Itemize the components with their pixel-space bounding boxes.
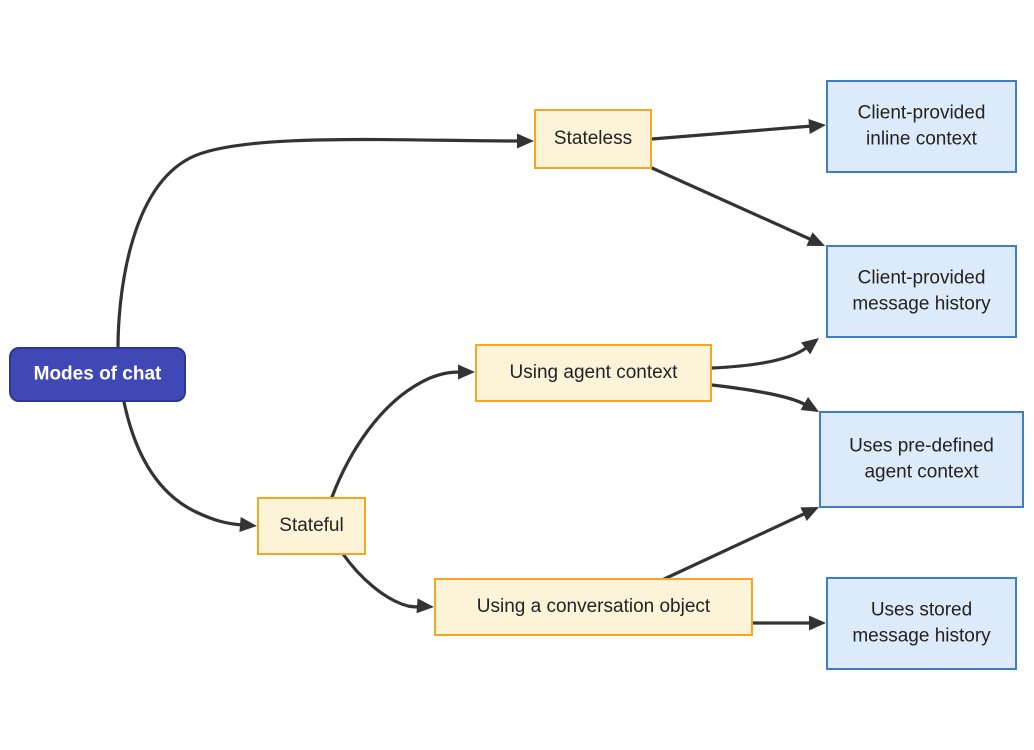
node-stateless-shape [534, 109, 652, 169]
node-client-provided-inline-context-shape [826, 80, 1017, 173]
node-using-a-conversation-object[interactable]: Using a conversation object [434, 578, 753, 636]
edge-conversation-object-to-uses-pre-defined [660, 507, 819, 582]
edge-conversation-object-to-uses-stored-arrowhead-icon [809, 615, 826, 631]
edge-stateful-to-using-agent-context-line [330, 370, 464, 499]
edge-stateful-to-conversation-object-line [341, 552, 423, 609]
edge-using-agent-context-to-client-message-history-arrowhead-icon [800, 338, 819, 355]
edge-using-agent-context-to-client-message-history [710, 338, 819, 370]
edge-stateful-to-conversation-object-arrowhead-icon [416, 598, 434, 614]
edge-using-agent-context-to-uses-pre-defined [710, 383, 819, 412]
node-uses-pre-defined-agent-context-shape [819, 411, 1024, 508]
edge-stateful-to-using-agent-context-arrowhead-icon [458, 364, 475, 380]
edge-conversation-object-to-uses-stored [751, 615, 826, 631]
edge-stateless-to-client-message-history [650, 166, 825, 246]
node-stateless[interactable]: Stateless [534, 109, 652, 169]
edge-using-agent-context-to-client-message-history-line [710, 346, 808, 370]
edge-using-agent-context-to-uses-pre-defined-line [710, 383, 808, 407]
node-uses-stored-message-history-shape [826, 577, 1017, 670]
edge-using-agent-context-to-uses-pre-defined-arrowhead-icon [800, 397, 819, 412]
edge-conversation-object-to-uses-pre-defined-arrowhead-icon [800, 507, 819, 521]
edge-modes-to-stateful-arrowhead-icon [239, 517, 257, 532]
edge-modes-to-stateful-line [122, 400, 245, 527]
edges-layer [116, 119, 826, 631]
edge-stateless-to-client-message-history-arrowhead-icon [806, 232, 825, 246]
edge-stateless-to-inline-context [650, 119, 826, 141]
edge-stateless-to-inline-context-line [650, 124, 814, 141]
edge-modes-to-stateless-arrowhead-icon [517, 133, 534, 149]
node-using-a-conversation-object-shape [434, 578, 753, 636]
edge-modes-to-stateful [122, 400, 257, 532]
edge-modes-to-stateless-line [116, 137, 522, 350]
node-modes-of-chat[interactable]: Modes of chat [9, 347, 186, 402]
edge-conversation-object-to-uses-pre-defined-line [660, 511, 808, 582]
edge-stateful-to-conversation-object [341, 552, 434, 614]
node-client-provided-message-history-shape [826, 245, 1017, 338]
edge-stateful-to-using-agent-context [330, 364, 475, 499]
edge-stateless-to-inline-context-arrowhead-icon [808, 119, 826, 134]
node-using-agent-context[interactable]: Using agent context [475, 344, 712, 402]
edge-modes-to-stateless [116, 133, 534, 350]
node-stateful[interactable]: Stateful [257, 497, 366, 555]
node-stateful-shape [257, 497, 366, 555]
node-modes-of-chat-shape [9, 347, 186, 402]
node-using-agent-context-shape [475, 344, 712, 402]
edge-stateless-to-client-message-history-line [650, 166, 814, 242]
